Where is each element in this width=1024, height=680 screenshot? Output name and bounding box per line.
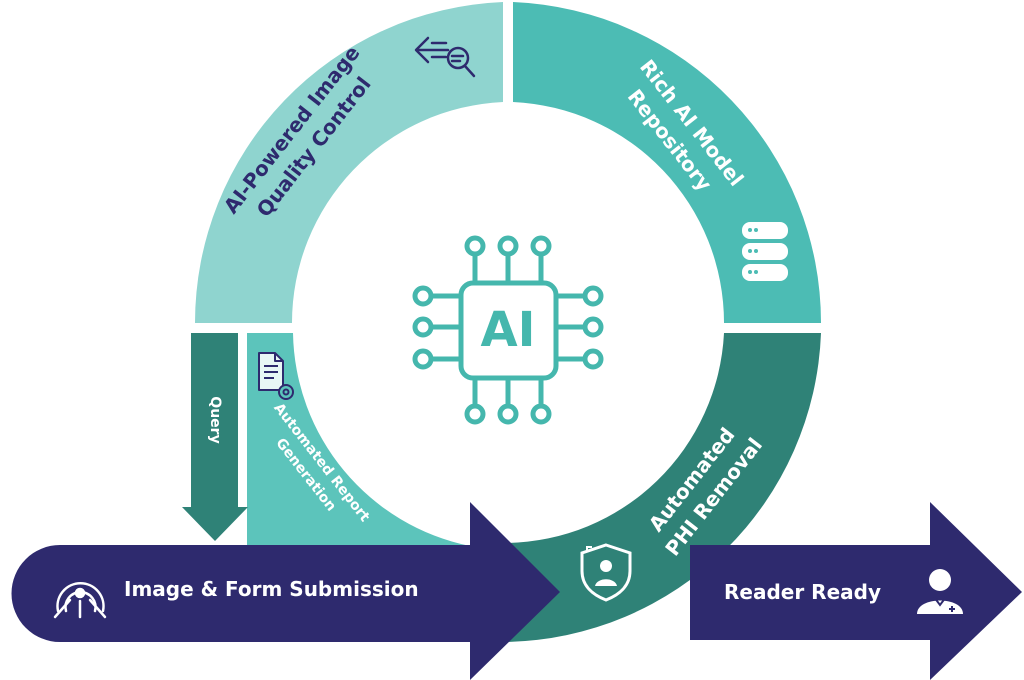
segment-phi-removal xyxy=(507,333,821,642)
query-label: Query xyxy=(207,396,223,443)
reader-arrow xyxy=(690,502,1022,680)
segment-quality-control xyxy=(194,2,503,323)
reader-label: Reader Ready xyxy=(724,580,881,604)
shield-person-icon xyxy=(580,543,632,602)
document-gear-icon xyxy=(258,352,294,400)
query-arrow xyxy=(182,333,248,541)
database-icon xyxy=(742,222,788,281)
segment-model-repository xyxy=(513,2,822,323)
submission-arrow xyxy=(11,502,560,680)
submission-label: Image & Form Submission xyxy=(124,577,419,601)
segment-report-generation xyxy=(247,333,470,560)
ai-chip-icon xyxy=(412,235,604,425)
scanner-icon xyxy=(53,582,107,619)
search-magnifier-icon xyxy=(414,36,476,78)
doctor-icon xyxy=(917,569,963,614)
ai-label: AI xyxy=(480,302,535,358)
